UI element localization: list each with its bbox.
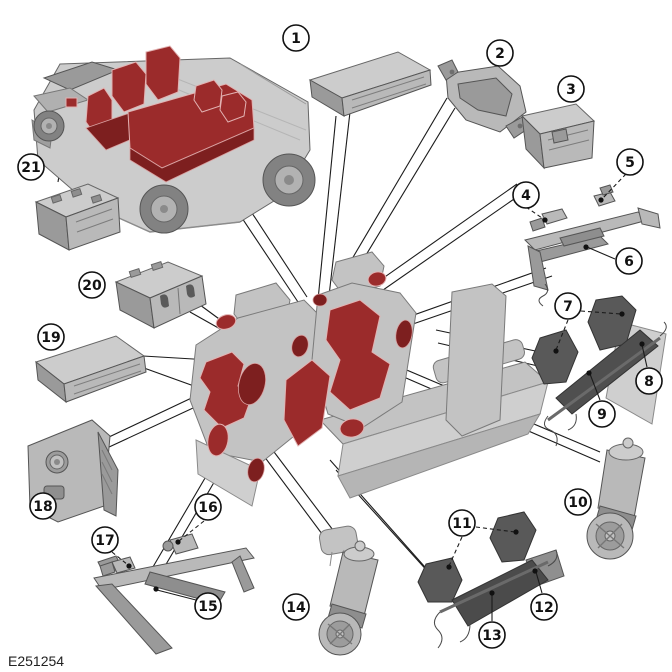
callout-8: 8 — [635, 367, 663, 395]
part-5-fitting — [593, 184, 616, 207]
callout-14: 14 — [282, 593, 310, 621]
svg-text:19: 19 — [41, 330, 60, 346]
svg-text:21: 21 — [21, 160, 40, 176]
svg-text:16: 16 — [198, 500, 217, 516]
callout-2: 2 — [486, 39, 514, 67]
part-16-track-motor — [162, 533, 199, 555]
callout-19: 19 — [37, 323, 65, 351]
callout-6: 6 — [615, 247, 643, 275]
callout-1: 1 — [282, 24, 310, 52]
svg-text:11: 11 — [452, 516, 471, 532]
callout-12: 12 — [530, 593, 558, 621]
svg-text:2: 2 — [495, 46, 505, 62]
svg-text:4: 4 — [521, 188, 531, 204]
callout-17: 17 — [91, 526, 119, 554]
svg-text:18: 18 — [33, 499, 52, 515]
part-7-9-heater-mat-kit — [531, 295, 667, 447]
loose-headrest — [318, 525, 359, 556]
part-10-seat-motor — [586, 437, 646, 560]
part-4-connector — [529, 208, 568, 232]
part-17-connector — [99, 556, 136, 577]
part-20-switch-pack — [114, 260, 207, 329]
part-6-seat-base-frame — [524, 207, 661, 307]
callout-16: 16 — [194, 493, 222, 521]
callout-4: 4 — [512, 181, 540, 209]
callout-18: 18 — [29, 492, 57, 520]
callout-10: 10 — [564, 488, 592, 516]
callout-15: 15 — [194, 592, 222, 620]
vehicle-highlighted-seats — [65, 45, 255, 183]
part-15-17-seat-track-frame — [93, 533, 255, 655]
svg-text:14: 14 — [286, 600, 306, 616]
part-1-control-module — [308, 51, 432, 117]
svg-text:7: 7 — [563, 299, 573, 315]
callout-20: 20 — [78, 271, 106, 299]
svg-text:10: 10 — [568, 495, 588, 511]
svg-text:17: 17 — [95, 533, 114, 549]
pointer-lines — [111, 173, 648, 621]
svg-text:9: 9 — [597, 407, 607, 423]
svg-text:12: 12 — [534, 600, 553, 616]
svg-text:13: 13 — [482, 628, 501, 644]
svg-text:15: 15 — [198, 599, 217, 615]
figure-id-label: E251254 — [8, 653, 64, 669]
svg-text:6: 6 — [624, 254, 634, 270]
callout-9: 9 — [588, 400, 616, 428]
heated-seat-switch-icon — [160, 294, 169, 308]
part-19-control-module — [34, 335, 147, 404]
vehicle-overview — [31, 45, 316, 234]
callout-3: 3 — [557, 75, 585, 103]
svg-text:20: 20 — [82, 278, 102, 294]
callout-7: 7 — [554, 292, 582, 320]
vehicle-wheels — [33, 110, 316, 234]
callout-11: 11 — [448, 509, 476, 537]
svg-text:3: 3 — [566, 82, 576, 98]
heated-seat-switch-icon — [186, 284, 195, 298]
part-3-module-box — [521, 103, 596, 170]
side-seatback — [445, 283, 507, 437]
part-2-bracket-module — [437, 59, 533, 139]
part-21-switch-pack — [34, 183, 121, 251]
callout-5: 5 — [616, 148, 644, 176]
part-11-13-heater-mat-kit — [417, 511, 565, 649]
callout-21: 21 — [17, 153, 45, 181]
svg-text:5: 5 — [625, 155, 635, 171]
highlighted-harness — [199, 271, 413, 483]
svg-text:8: 8 — [644, 374, 654, 390]
vehicle-switch-location-highlight — [65, 97, 78, 108]
callout-13: 13 — [478, 621, 506, 649]
svg-text:1: 1 — [291, 31, 301, 47]
part-14-seat-motor — [318, 540, 379, 656]
seat-assembly-exploded — [189, 251, 550, 567]
